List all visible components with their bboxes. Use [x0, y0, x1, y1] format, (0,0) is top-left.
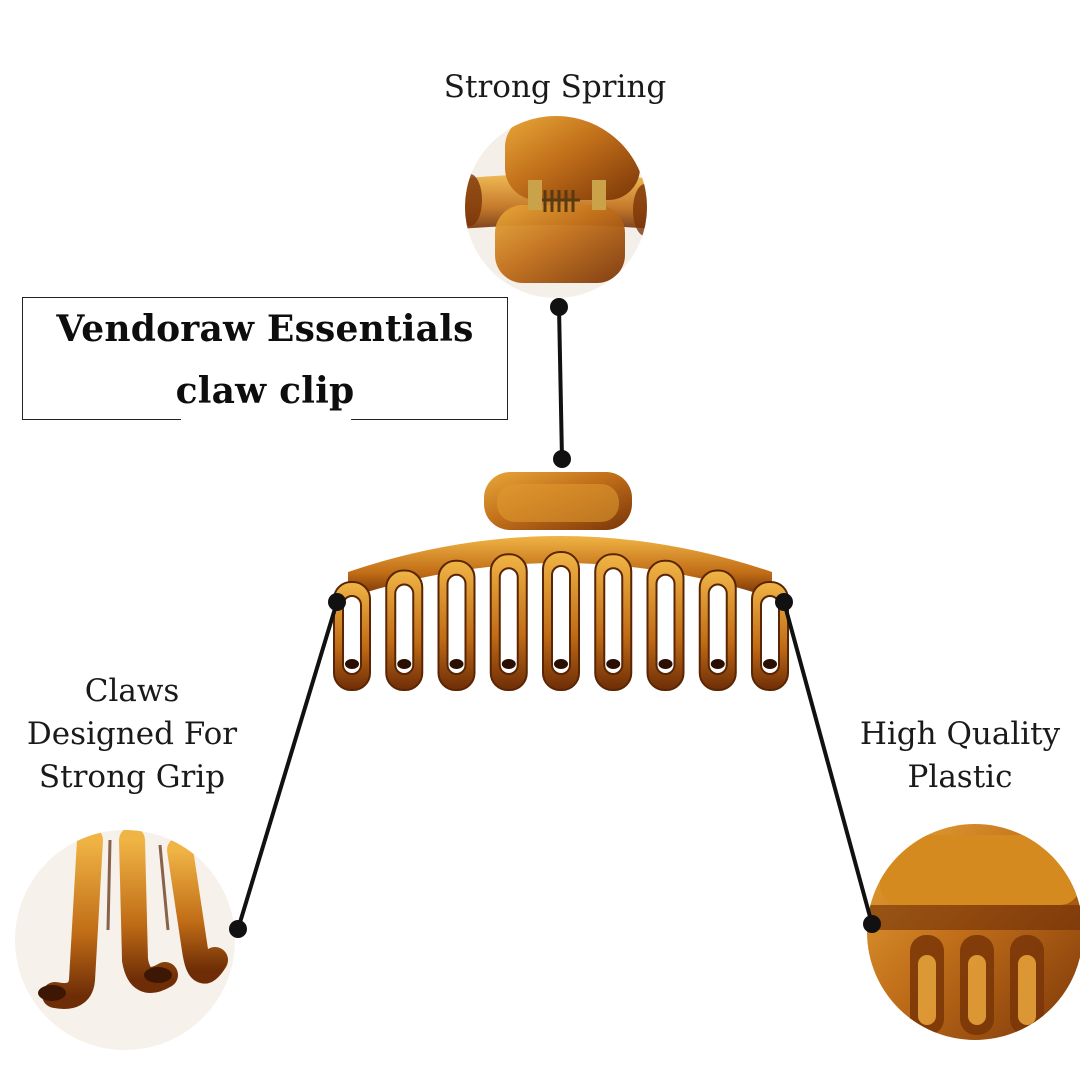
- claw-tooth-tip: [501, 659, 516, 669]
- claw-tooth-gap: [498, 567, 519, 676]
- claws-callout-label: Claws Designed For Strong Grip: [26, 673, 238, 795]
- claw-tooth-gap: [551, 565, 571, 675]
- spring-detail-image: [465, 116, 647, 298]
- claw-tooth-tip: [606, 659, 621, 669]
- claw-tooth-tip: [710, 659, 725, 669]
- claw-tooth-gap: [760, 595, 780, 675]
- plastic-leader-dot-top: [775, 593, 793, 611]
- claw-tooth-gap: [394, 583, 415, 675]
- product-title-box: Vendoraw Essentials claw clip: [22, 297, 508, 421]
- product-title-line-2: claw clip: [175, 370, 355, 412]
- claw-tooth-tip: [449, 659, 464, 669]
- title-box-border-gap: [181, 415, 351, 421]
- claw-clip-main-image: [333, 472, 789, 692]
- spring-callout-label: Strong Spring: [443, 69, 667, 105]
- plastic-leader-line: [782, 601, 874, 925]
- claw-tooth-gap: [603, 567, 624, 676]
- claw-tooth-gap: [655, 573, 676, 676]
- claws-detail-image: [15, 830, 235, 1050]
- claws-leader-dot-top: [328, 593, 346, 611]
- spring-leader-dot-top: [550, 298, 568, 316]
- claw-tooth-tip: [345, 659, 359, 669]
- spring-leader-line: [557, 306, 564, 460]
- spring-leader-dot-bottom: [553, 450, 571, 468]
- plastic-callout-label: High Quality Plastic: [859, 716, 1061, 795]
- plastic-detail-image: [867, 824, 1080, 1040]
- claw-tooth-gap: [707, 583, 728, 675]
- product-title-line-1: Vendoraw Essentials: [56, 308, 474, 350]
- claw-tooth-gap: [342, 595, 362, 675]
- plastic-leader-dot-bottom: [863, 915, 881, 933]
- claws-leader-line: [236, 601, 339, 930]
- claw-tooth-tip: [658, 659, 673, 669]
- claw-tooth-tip: [397, 659, 412, 669]
- claw-tooth-tip: [554, 659, 568, 669]
- claw-tooth-gap: [446, 573, 467, 676]
- claw-tooth-tip: [763, 659, 777, 669]
- claws-leader-dot-bottom: [229, 920, 247, 938]
